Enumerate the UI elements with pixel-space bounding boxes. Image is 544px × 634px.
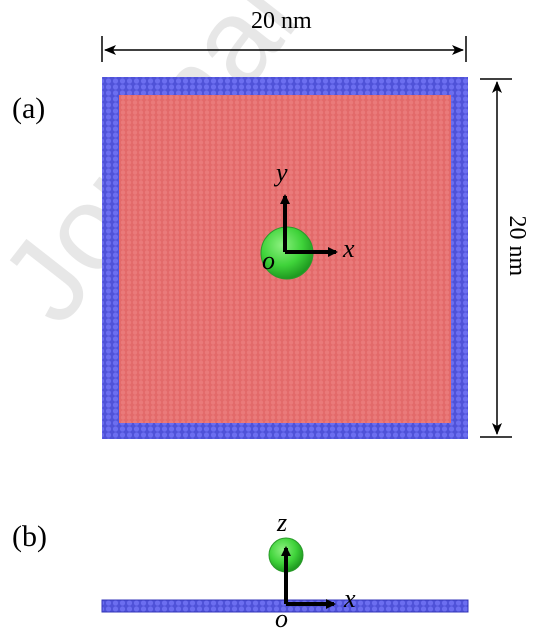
panel-b-origin-label: o — [275, 604, 288, 633]
panel-b-label: (b) — [12, 520, 47, 553]
panel-a-label: (a) — [12, 92, 46, 125]
panel-a-x-label: x — [343, 234, 355, 263]
panel-b-z-label: z — [277, 508, 288, 537]
panel-b-axes — [281, 546, 336, 609]
panel-b-x-label: x — [344, 584, 356, 613]
panel-a-origin-label: o — [262, 246, 275, 275]
height-dimension — [480, 78, 512, 438]
panel-a-axes — [280, 194, 338, 257]
width-dimension-label: 20 nm — [251, 8, 312, 34]
substrate-side — [102, 600, 468, 612]
panel-a-y-label: y — [276, 158, 288, 187]
height-dimension-label: 20 nm — [504, 215, 530, 277]
width-dimension — [101, 36, 467, 62]
